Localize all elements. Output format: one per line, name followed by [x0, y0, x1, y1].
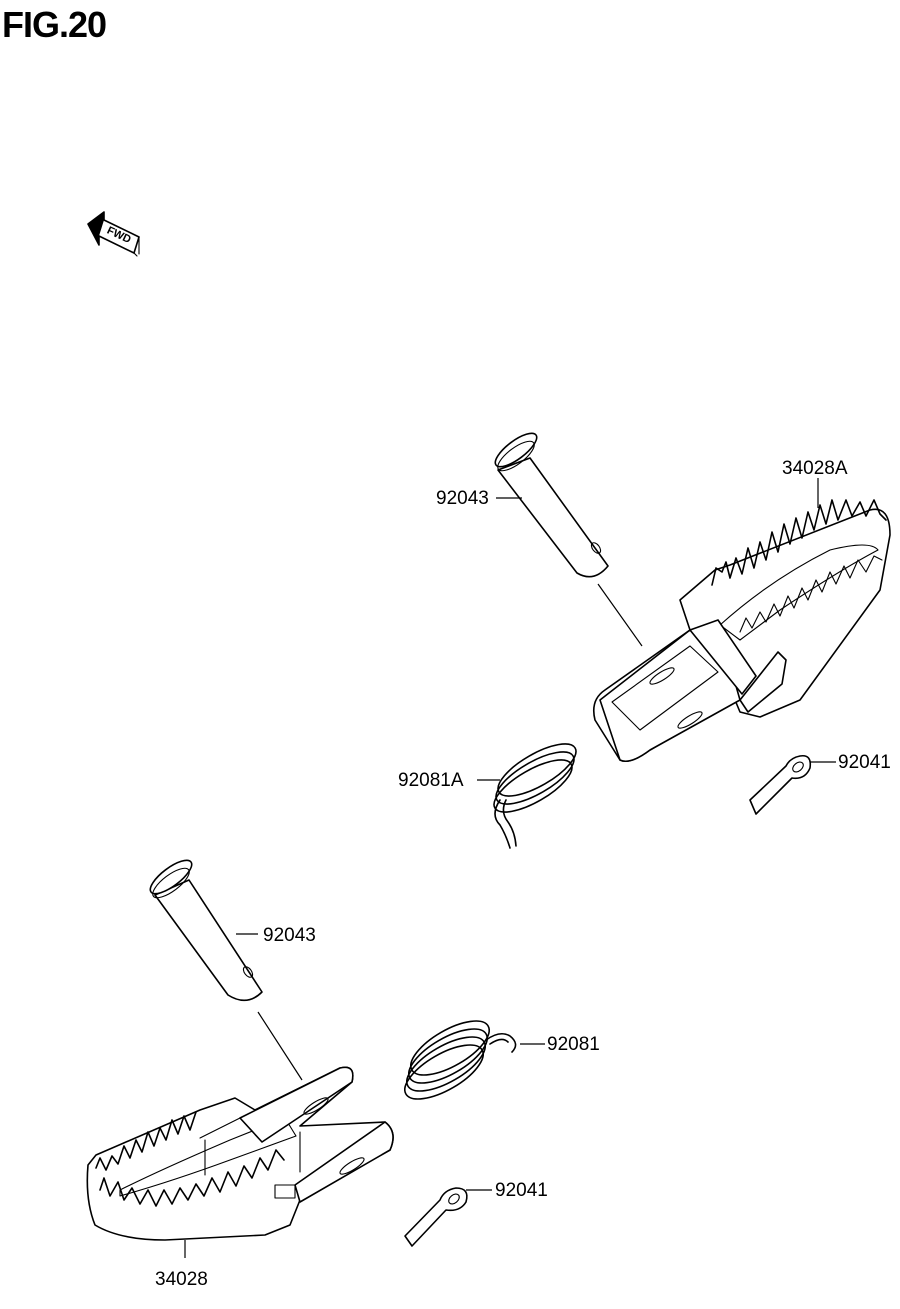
figure-title: FIG.20 — [2, 4, 107, 45]
callout-34028: 34028 — [155, 1269, 208, 1290]
callout-92081A: 92081A — [398, 770, 464, 791]
pin-upper — [494, 432, 643, 647]
callout-92081: 92081 — [547, 1034, 600, 1055]
spring-lower — [404, 1020, 545, 1100]
spring-upper — [477, 743, 577, 849]
callout-92043-lower: 92043 — [263, 925, 316, 946]
cotter-pin-upper — [749, 754, 836, 815]
footpeg-lower — [86, 1066, 394, 1258]
cotter-pin-lower — [404, 1187, 492, 1247]
callout-92041-lower: 92041 — [495, 1180, 548, 1201]
fwd-arrow-icon: FWD — [87, 211, 140, 257]
callout-92041-upper: 92041 — [838, 752, 891, 773]
callout-92043-upper: 92043 — [436, 488, 489, 509]
pin-lower — [149, 859, 303, 1081]
footpeg-upper — [592, 478, 891, 763]
callout-34028A: 34028A — [782, 458, 848, 479]
